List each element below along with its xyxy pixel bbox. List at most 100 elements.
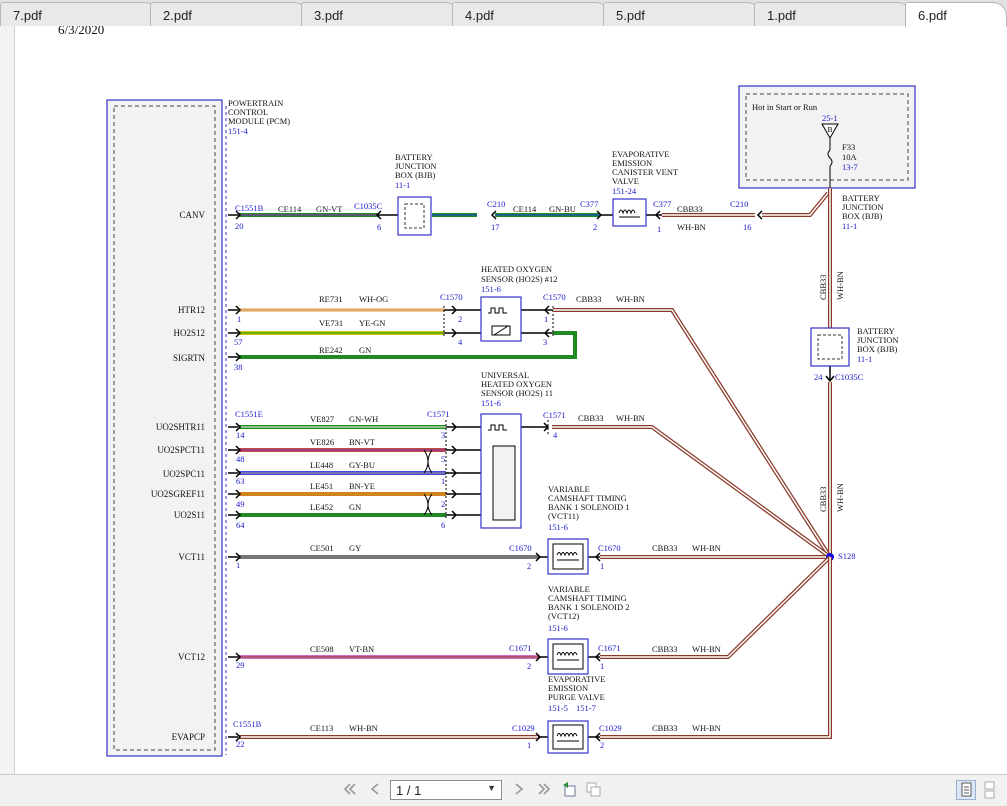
hot-ref-link[interactable]: 25-1: [822, 113, 838, 123]
circuit-le451: LE451: [310, 481, 333, 491]
fuse-name: F33: [842, 142, 855, 152]
continuous-page-icon: [984, 781, 995, 799]
conn-c1035c-right[interactable]: C1035C: [835, 372, 864, 382]
pcm-module-box: [106, 99, 223, 757]
pin-vct11: VCT11: [178, 552, 205, 562]
bjb-connector-box: [397, 196, 432, 236]
continuous-view-button[interactable]: [980, 781, 998, 799]
evap-vent-label: EVAPORATIVE EMISSION CANISTER VENT VALVE: [612, 149, 680, 186]
pin-num-5-u: 5: [441, 454, 445, 464]
tab-bar: 7.pdf 2.pdf 3.pdf 4.pdf 5.pdf 1.pdf 6.pd…: [0, 0, 1007, 27]
vct11-circuit: [228, 552, 830, 562]
evap-vent-ref-link[interactable]: 151-24: [612, 186, 637, 196]
conn-c1571-right[interactable]: C1571: [543, 410, 566, 420]
pin-num-48: 48: [236, 454, 245, 464]
conn-c1570-left[interactable]: C1570: [440, 292, 463, 302]
hot-box-inner: [745, 93, 909, 181]
tab-5-pdf[interactable]: 5.pdf: [603, 2, 761, 26]
conn-c1551b-evap[interactable]: C1551B: [233, 719, 262, 729]
previous-page-button[interactable]: [366, 781, 384, 799]
conn-c1670-left[interactable]: C1670: [509, 543, 532, 553]
uho2s11-ref-link[interactable]: 151-6: [481, 398, 501, 408]
conn-c1670-right[interactable]: C1670: [598, 543, 621, 553]
circuit-cbb33-e: CBB33: [652, 644, 678, 654]
circuit-ce114-b: CE114: [513, 204, 537, 214]
first-page-button[interactable]: [341, 781, 359, 799]
ho2s12-ref-link[interactable]: 151-6: [481, 284, 501, 294]
tab-7-pdf[interactable]: 7.pdf: [0, 2, 158, 26]
color-wh-bn-f: WH-BN: [349, 723, 378, 733]
color-ye-gn: YE-GN: [359, 318, 385, 328]
bjb-right-ref-link[interactable]: 11-1: [842, 221, 857, 231]
vct11-solenoid-symbol: [547, 538, 589, 575]
pin-num-4-ho2s: 4: [458, 337, 463, 347]
sensor-element-icon: [491, 325, 511, 336]
bjb-ref-link[interactable]: 11-1: [395, 180, 410, 190]
pin-num-1-vct12: 1: [600, 661, 604, 671]
fuse-ref-link[interactable]: 13-7: [842, 162, 858, 172]
conn-c377-right[interactable]: C377: [653, 199, 671, 209]
ho2s12-circuits: [228, 305, 832, 559]
conn-c1570-right[interactable]: C1570: [543, 292, 566, 302]
coil-icon: [618, 209, 636, 215]
conn-c1671-right[interactable]: C1671: [598, 643, 621, 653]
previous-page-icon: [370, 783, 379, 795]
vct12-inner: [552, 643, 584, 670]
purge-ref-link-1[interactable]: 151-5: [548, 703, 568, 713]
splice-s128-label[interactable]: S128: [838, 551, 855, 561]
tab-3-pdf[interactable]: 3.pdf: [301, 2, 459, 26]
tab-label: 2.pdf: [163, 8, 192, 23]
go-forward-view-button[interactable]: [585, 781, 603, 799]
pin-num-14: 14: [236, 430, 245, 440]
hot-in-start-run-box: [738, 85, 916, 189]
conn-c1029-right[interactable]: C1029: [599, 723, 622, 733]
pin-uo2spc11: UO2SPC11: [163, 469, 205, 479]
tab-4-pdf[interactable]: 4.pdf: [452, 2, 610, 26]
forward-view-icon: [586, 782, 601, 797]
tab-1-pdf[interactable]: 1.pdf: [754, 2, 912, 26]
conn-c1671-left[interactable]: C1671: [509, 643, 532, 653]
wiring-diagram: 6/3/2020 POWERTRAIN CONTROL MODULE (PCM)…: [58, 26, 916, 757]
next-page-button[interactable]: [510, 781, 528, 799]
pcm-ref-link[interactable]: 151-4: [228, 126, 249, 136]
conn-c1551b[interactable]: C1551B: [235, 203, 264, 213]
pin-num-64: 64: [236, 520, 245, 530]
vct11-inner: [552, 543, 584, 570]
pin-num-1-vct11: 1: [236, 560, 240, 570]
tab-2-pdf[interactable]: 2.pdf: [150, 2, 308, 26]
bjb-right-ref-link-2[interactable]: 11-1: [857, 354, 872, 364]
pin-canv: CANV: [179, 210, 205, 220]
coil-icon-vct11: [556, 552, 578, 557]
page-selector[interactable]: 1 / 1 ▼: [390, 780, 502, 800]
conn-c210-left[interactable]: C210: [487, 199, 505, 209]
circuit-ve827: VE827: [310, 414, 334, 424]
conn-c1571-left[interactable]: C1571: [427, 409, 450, 419]
conn-c377-left[interactable]: C377: [580, 199, 598, 209]
color-wh-bn-c: WH-BN: [616, 413, 645, 423]
conn-c210-right[interactable]: C210: [730, 199, 748, 209]
circuit-ce501: CE501: [310, 543, 334, 553]
conn-c1035c-top[interactable]: C1035C: [354, 201, 383, 211]
circuit-ce114: CE114: [278, 204, 302, 214]
bjb-label: BATTERY JUNCTION BOX (BJB): [395, 152, 439, 180]
purge-ref-link-2[interactable]: 151-7: [576, 703, 596, 713]
last-page-button[interactable]: [535, 781, 553, 799]
circuit-ce113: CE113: [310, 723, 333, 733]
go-back-view-button[interactable]: [561, 781, 579, 799]
tab-label: 7.pdf: [13, 8, 42, 23]
vct12-ref-link[interactable]: 151-6: [548, 623, 568, 633]
pin-num-1-vct11b: 1: [600, 561, 604, 571]
conn-c1029-left[interactable]: C1029: [512, 723, 535, 733]
circuit-cbb33-a: CBB33: [677, 204, 703, 214]
pin-num-17: 17: [491, 222, 500, 232]
pin-num-1-ho2s: 1: [544, 314, 548, 324]
pin-num-63: 63: [236, 476, 245, 486]
fuse-amps: 10A: [842, 152, 858, 162]
tab-6-pdf[interactable]: 6.pdf: [905, 2, 1007, 27]
single-page-view-button[interactable]: [956, 780, 976, 800]
conn-c1551e[interactable]: C1551E: [235, 409, 263, 419]
circuit-re731: RE731: [319, 294, 343, 304]
back-view-icon: [563, 782, 576, 797]
pin-num-16: 16: [743, 222, 752, 232]
vct11-ref-link[interactable]: 151-6: [548, 522, 568, 532]
